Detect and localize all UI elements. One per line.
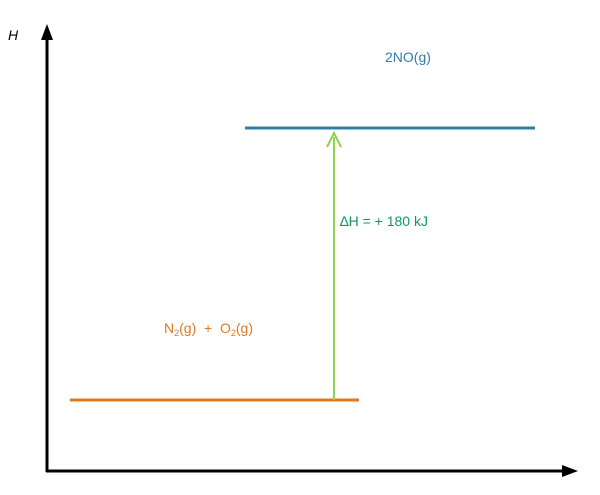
products-label: 2NO(g) — [385, 49, 431, 65]
x-axis-arrowhead — [562, 465, 578, 477]
reactants-label-sub2: 2 — [231, 328, 236, 338]
reactants-label-n: N — [164, 320, 174, 336]
reactants-label: N2(g) + O2(g) — [164, 320, 253, 338]
reactants-label-mid: (g) + O — [179, 320, 231, 336]
y-axis-label: H — [8, 27, 19, 43]
enthalpy-change-label: ∆H = + 180 kJ — [340, 213, 428, 229]
reactants-label-end: (g) — [236, 320, 253, 336]
reactants-label-sub1: 2 — [174, 328, 179, 338]
enthalpy-change-arrowhead — [326, 130, 342, 148]
y-axis-arrowhead — [41, 24, 53, 40]
